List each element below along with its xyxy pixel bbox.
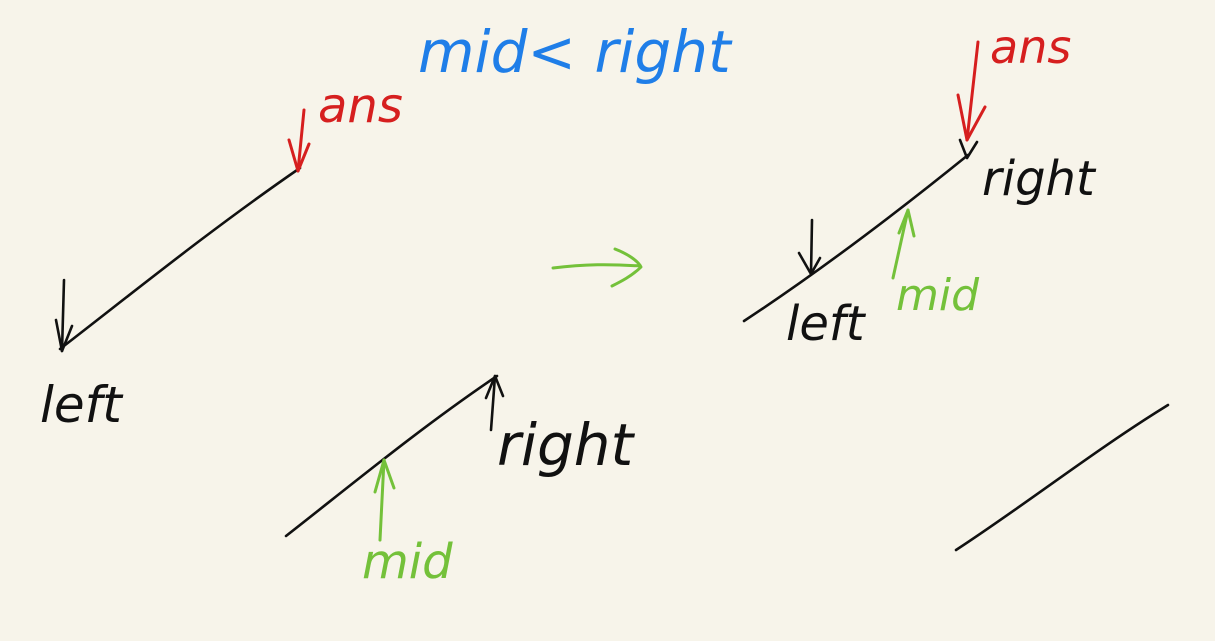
mid-arrow-right <box>891 208 916 280</box>
left-pointer-arrow-right <box>797 218 822 276</box>
ans-label-right: ans <box>990 20 1071 74</box>
right-label-right: right <box>982 151 1097 207</box>
mid-label-bottom: mid <box>362 534 453 590</box>
left-pointer-arrow-left <box>54 278 74 353</box>
lone-segment <box>954 403 1170 552</box>
condition-label: mid< right <box>418 18 733 86</box>
left-segment <box>58 166 302 351</box>
right-pointer-arrow-bottom <box>484 374 505 432</box>
mid-arrow-bottom <box>373 458 396 542</box>
right-label-bottom: right <box>497 411 636 479</box>
ans-arrow-right <box>956 40 987 142</box>
ans-label-left: ans <box>318 78 403 134</box>
left-label-left: left <box>40 376 124 434</box>
left-label-right: left <box>786 296 867 352</box>
ans-arrow-left <box>287 108 311 173</box>
right-segment <box>742 153 970 323</box>
right-pointer-arrow-right <box>958 138 979 160</box>
transition-arrow <box>551 247 643 288</box>
bottom-segment <box>284 374 499 538</box>
mid-label-right: mid <box>896 270 980 321</box>
